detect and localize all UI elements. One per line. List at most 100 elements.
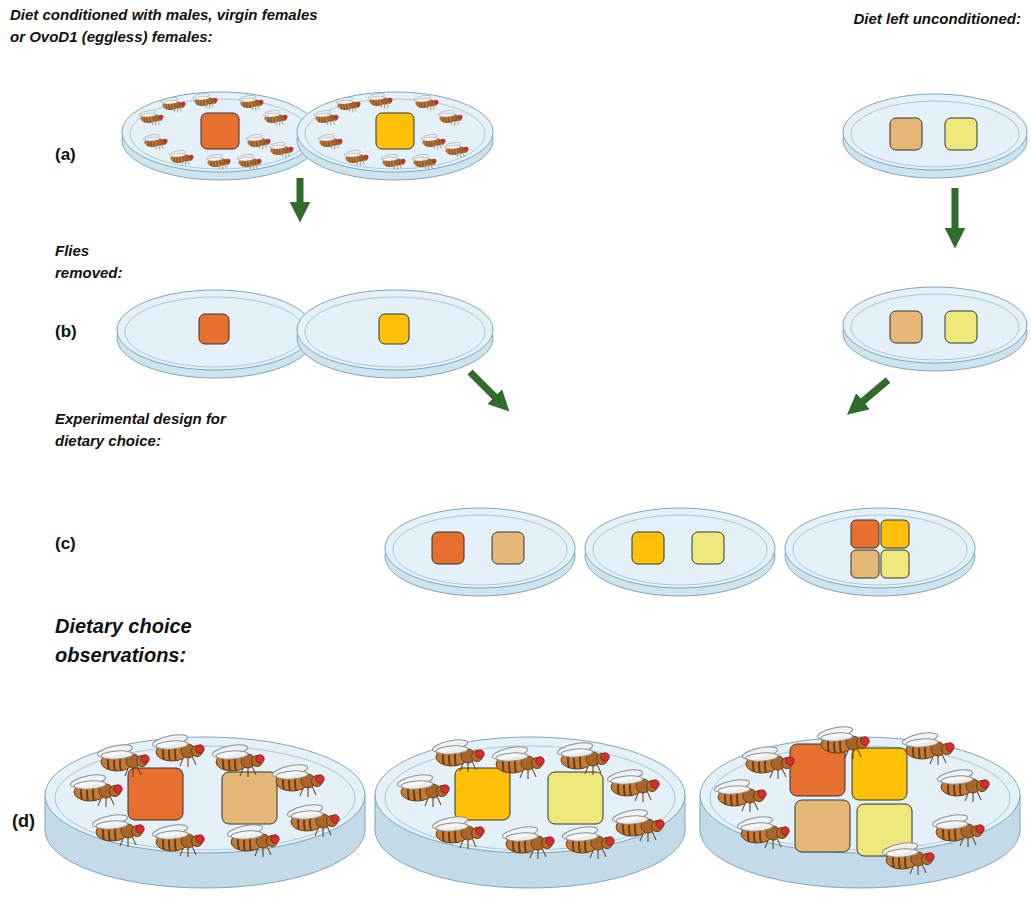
dish-rim — [585, 508, 775, 588]
step-heading: Dietary choice observations: — [55, 612, 225, 670]
dish-inner — [851, 101, 1019, 167]
fly — [421, 133, 446, 149]
panel-letter: (a) — [55, 143, 76, 168]
dish-inner — [793, 515, 967, 585]
fly — [314, 109, 339, 125]
fly — [881, 840, 934, 875]
fly — [901, 730, 954, 765]
fly — [206, 153, 231, 169]
dish-rim — [843, 287, 1027, 363]
diet-square — [881, 550, 909, 578]
panel-letter: (c) — [55, 532, 76, 557]
diet-square — [945, 311, 977, 343]
fly — [271, 762, 324, 797]
fly — [816, 724, 869, 759]
diet-square — [201, 113, 239, 149]
fly — [611, 807, 664, 842]
dish-inner — [851, 294, 1019, 360]
diet-square — [432, 532, 464, 564]
step-heading: Diet left unconditioned: — [854, 8, 1021, 30]
petri-dish — [297, 92, 493, 180]
dish-rim — [122, 92, 318, 172]
petri-dish-large — [375, 737, 685, 888]
dish-rim — [297, 290, 493, 370]
dish-rim — [785, 508, 975, 588]
fly — [414, 94, 439, 110]
dish-inner — [393, 515, 567, 585]
dish-rim — [45, 737, 365, 853]
fly — [431, 814, 484, 849]
step-heading: Experimental design for dietary choice: — [55, 408, 265, 452]
fly — [396, 772, 449, 807]
fly — [336, 96, 361, 112]
dish-inner — [130, 99, 310, 169]
petri-dish — [117, 290, 313, 378]
fly — [344, 149, 369, 165]
diet-square — [881, 520, 909, 548]
dish-inner — [305, 297, 485, 367]
petri-dish — [297, 290, 493, 378]
fly — [936, 767, 989, 802]
fly — [237, 153, 262, 169]
fly — [239, 94, 264, 110]
fly — [318, 133, 343, 149]
petri-dish — [122, 92, 318, 180]
petri-dish-large — [700, 737, 1020, 888]
fly — [381, 153, 406, 169]
step-heading: Flies removed: — [55, 240, 135, 284]
panel-letter: (d) — [12, 808, 35, 834]
fly — [741, 744, 794, 779]
diet-square — [945, 118, 977, 150]
fly — [143, 133, 168, 149]
fly — [736, 814, 789, 849]
fly-group — [69, 724, 989, 875]
diet-square — [199, 314, 229, 344]
petri-dish-large — [45, 737, 365, 888]
petri-dish — [843, 94, 1027, 178]
flow-arrow — [297, 178, 304, 212]
fly — [69, 772, 122, 807]
flow-arrow — [855, 380, 888, 408]
fly — [151, 822, 204, 857]
fly — [139, 109, 164, 125]
dish-rim — [843, 94, 1027, 170]
fly — [269, 141, 294, 157]
fly — [286, 802, 339, 837]
dish-inner — [125, 297, 305, 367]
fly — [263, 109, 288, 125]
fly — [438, 109, 463, 125]
fly — [246, 133, 271, 149]
diet-square — [128, 768, 183, 820]
diet-square — [455, 768, 510, 820]
fly-group — [139, 92, 469, 169]
fly — [193, 92, 218, 108]
fly — [431, 737, 484, 772]
dish-rim — [117, 290, 313, 370]
panel-letter: (b) — [55, 320, 77, 345]
step-heading: Diet conditioned with males, virgin fema… — [10, 4, 320, 48]
fly — [412, 153, 437, 169]
fly — [561, 824, 614, 859]
fly — [91, 812, 144, 847]
flow-arrow — [952, 188, 959, 238]
fly — [226, 822, 279, 857]
fly — [713, 777, 766, 812]
fly — [169, 149, 194, 165]
fly — [556, 740, 609, 775]
diet-square — [851, 520, 879, 548]
diet-square — [890, 118, 922, 150]
dish-inner — [55, 746, 355, 850]
diet-square — [890, 311, 922, 343]
fly — [211, 742, 264, 777]
petri-dish — [585, 508, 775, 596]
diet-square — [492, 532, 524, 564]
fly — [151, 732, 204, 767]
fly — [606, 767, 659, 802]
diet-square — [548, 772, 603, 824]
flow-arrow — [470, 372, 502, 404]
fly — [501, 824, 554, 859]
petri-dish — [843, 287, 1027, 371]
fly — [368, 92, 393, 108]
fly — [491, 744, 544, 779]
